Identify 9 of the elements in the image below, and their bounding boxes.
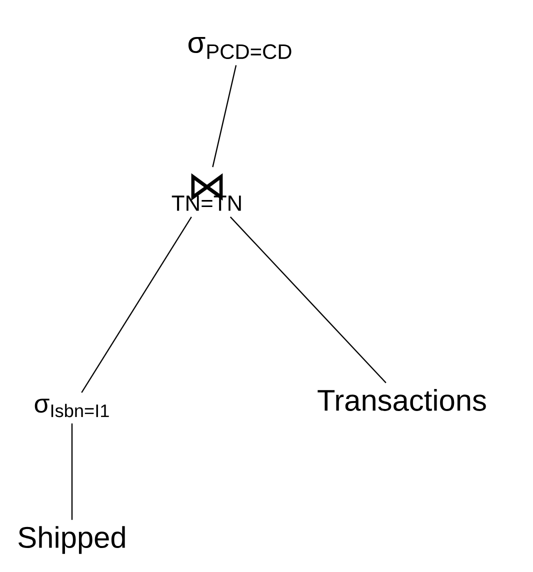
relation-name: Shipped <box>18 526 125 554</box>
relation-name: Transactions <box>318 389 486 411</box>
join-operator: ⋈ TN=TN <box>172 173 241 211</box>
tree-edge <box>71 423 73 520</box>
selection-operator: σ$_{PCD=CD}$ <box>188 36 292 60</box>
tree-edge <box>81 216 192 393</box>
selection-operator: σ$_{Isbn=I1}$ <box>34 398 109 418</box>
tree-edge <box>212 65 237 168</box>
tree-edge <box>230 216 386 384</box>
